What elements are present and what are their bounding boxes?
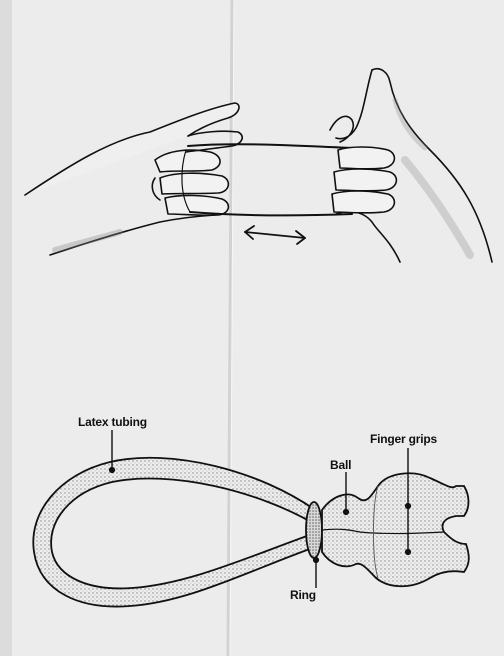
- finger-grips-label: Finger grips: [370, 432, 437, 446]
- latex-tubing-label: Latex tubing: [78, 415, 147, 429]
- ball-label: Ball: [330, 458, 351, 472]
- ring-label: Ring: [290, 588, 316, 602]
- ring-shape: [306, 502, 322, 558]
